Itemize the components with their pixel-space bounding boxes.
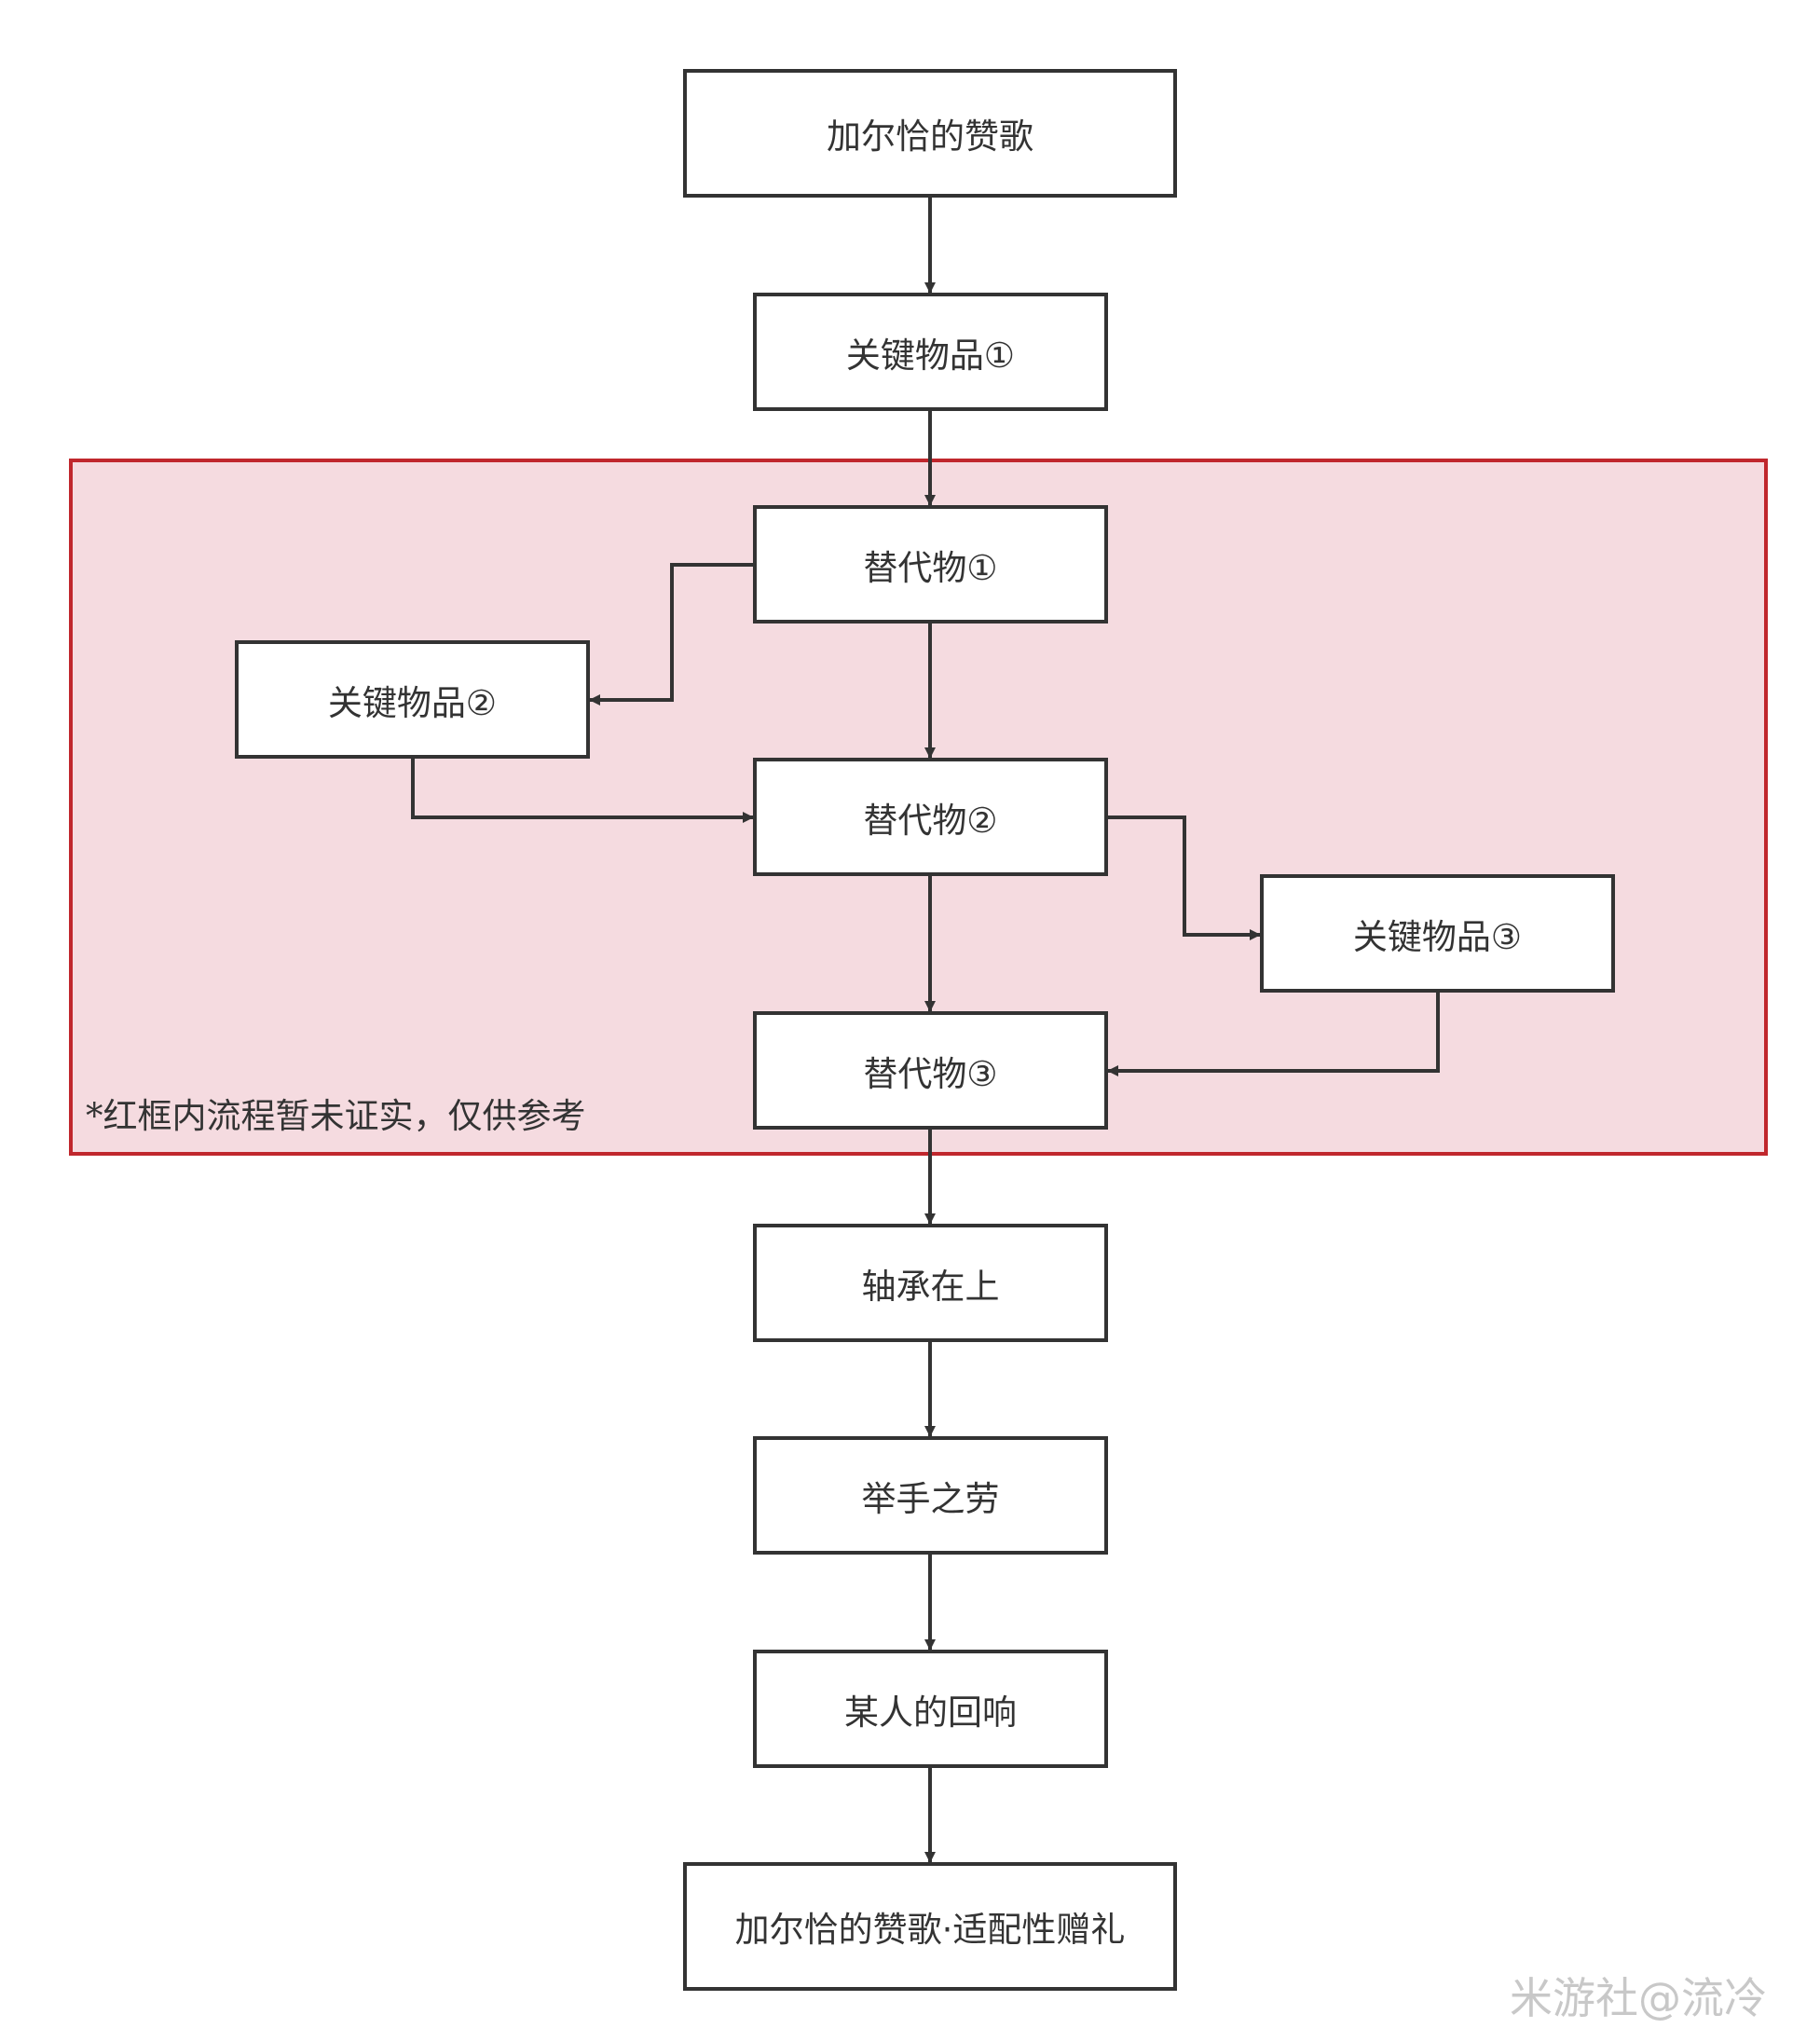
node-key-item-3: 关键物品③ <box>1260 874 1615 993</box>
edge-key3-sub3 <box>1107 993 1440 1076</box>
edge-key2-sub2 <box>411 759 754 823</box>
node-substitute-3: 替代物③ <box>753 1011 1108 1130</box>
node-final: 加尔恰的赞歌·适配性赠礼 <box>683 1862 1177 1991</box>
node-key-item-3-label: 关键物品③ <box>1352 916 1523 957</box>
node-substitute-1: 替代物① <box>753 505 1108 624</box>
node-key-item-1-label: 关键物品① <box>845 335 1016 376</box>
node-substitute-2: 替代物② <box>753 758 1108 876</box>
node-final-label: 加尔恰的赞歌·适配性赠礼 <box>734 1910 1126 1950</box>
node-key-item-2-label: 关键物品② <box>327 682 498 723</box>
node-echo-label: 某人的回响 <box>844 1692 1017 1733</box>
region-note: *红框内流程暂未证实，仅供参考 <box>86 1096 586 1136</box>
node-start-label: 加尔恰的赞歌 <box>827 116 1033 157</box>
watermark: 米游社@流冷 <box>1510 1973 1767 2023</box>
node-substitute-2-label: 替代物② <box>863 800 998 841</box>
edge-sub2-key3 <box>1108 815 1261 940</box>
node-help-label: 举手之劳 <box>861 1478 1000 1519</box>
node-bearing-label: 轴承在上 <box>861 1266 1000 1307</box>
node-start: 加尔恰的赞歌 <box>683 69 1177 198</box>
node-substitute-1-label: 替代物① <box>863 547 998 588</box>
node-help: 举手之劳 <box>753 1436 1108 1555</box>
node-echo: 某人的回响 <box>753 1650 1108 1768</box>
node-key-item-2: 关键物品② <box>235 640 590 759</box>
edge-sub1-key2 <box>589 563 753 706</box>
node-substitute-3-label: 替代物③ <box>863 1053 998 1094</box>
node-bearing: 轴承在上 <box>753 1224 1108 1342</box>
node-key-item-1: 关键物品① <box>753 293 1108 411</box>
